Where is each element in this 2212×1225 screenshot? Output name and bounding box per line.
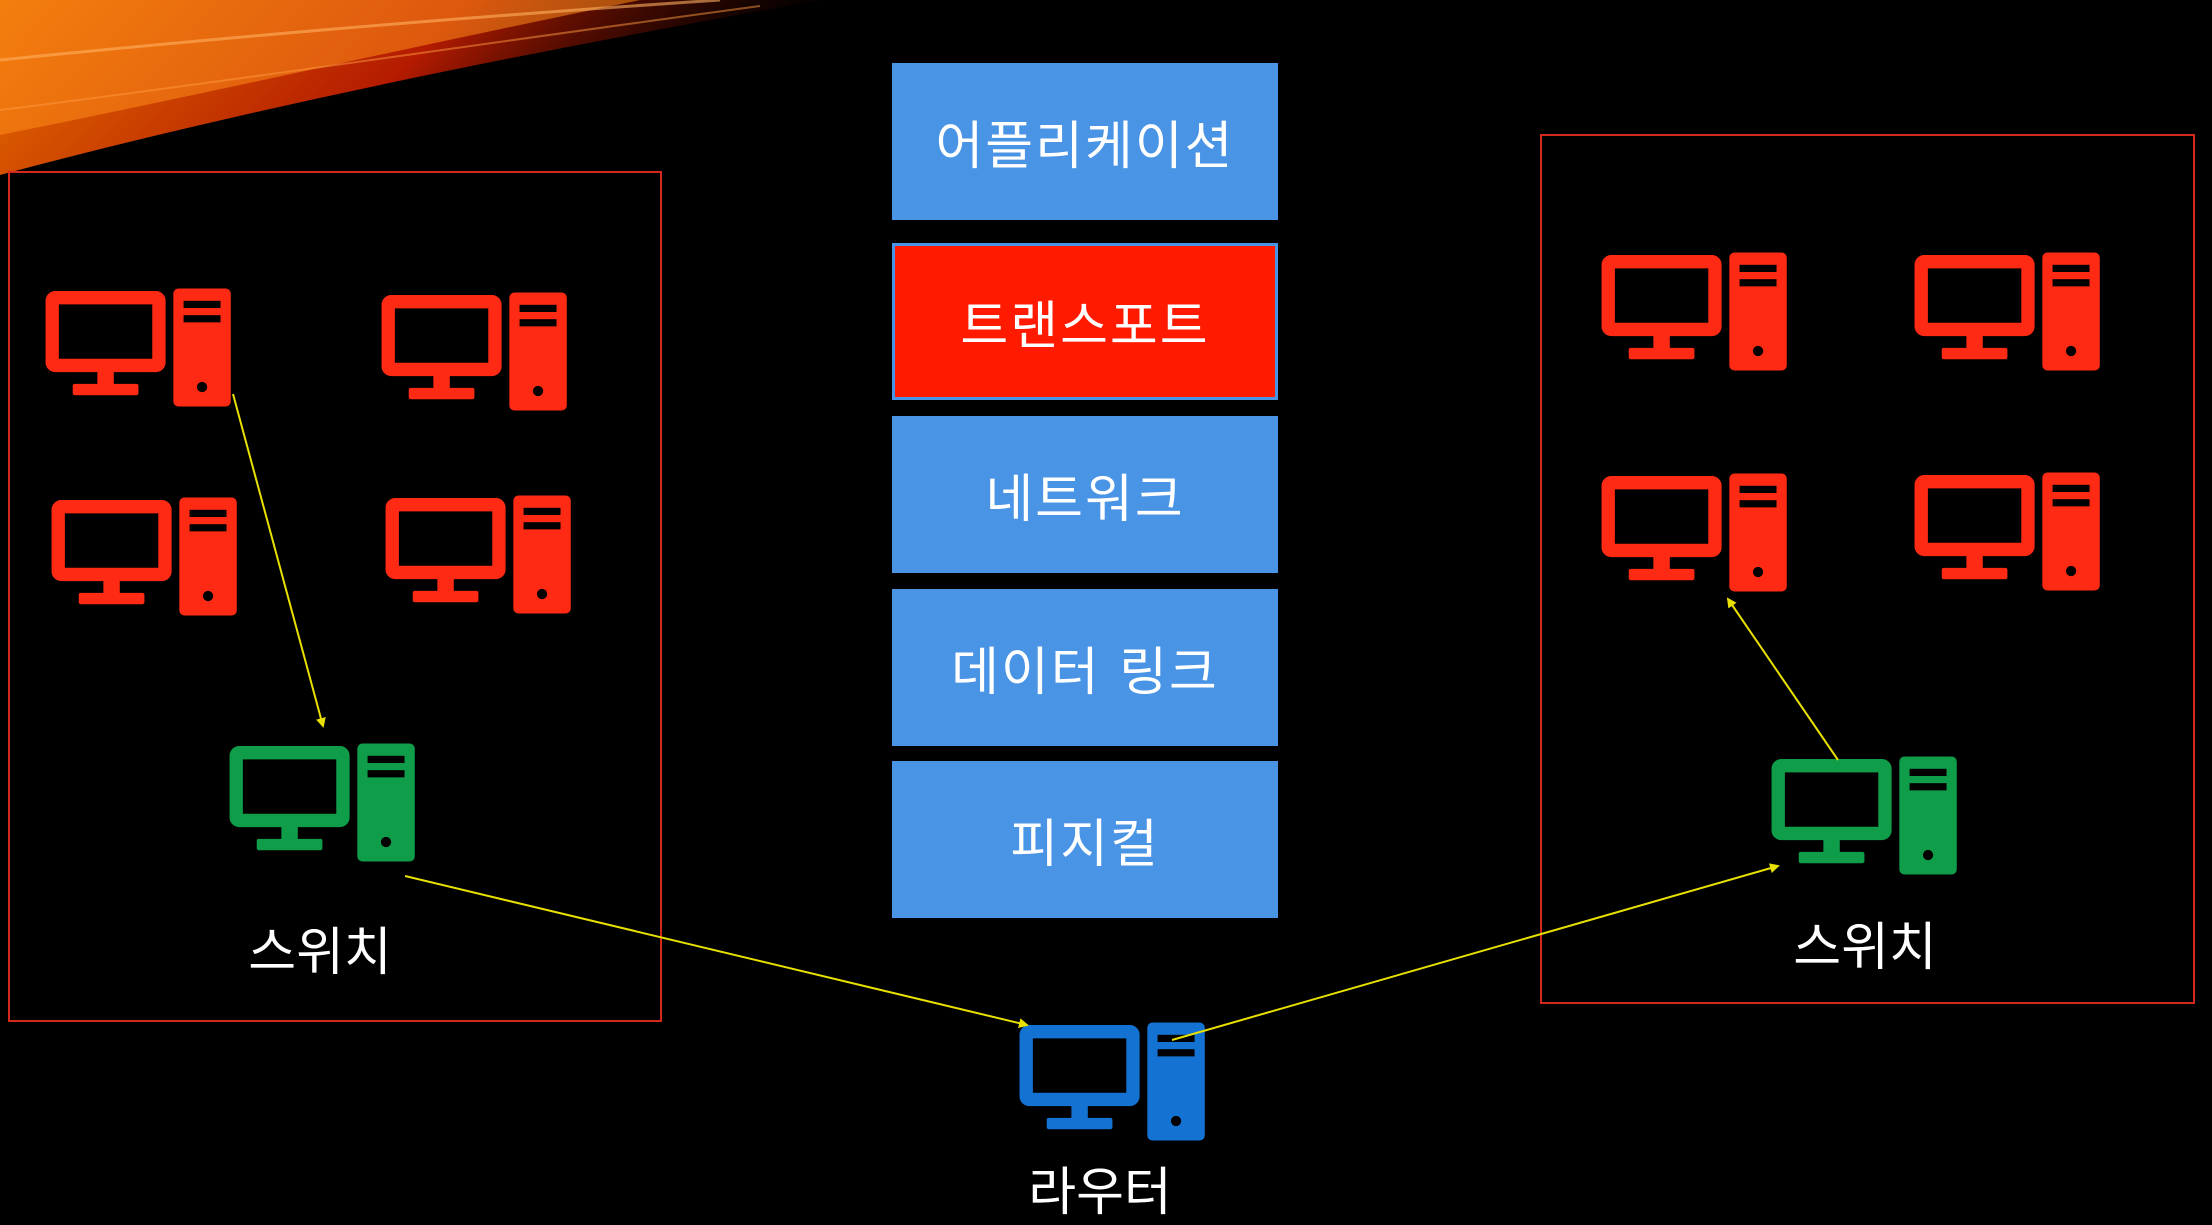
switch-left-label: 스위치 — [248, 923, 392, 983]
host-left-4-computer-icon — [385, 495, 571, 614]
switch-left-computer-icon — [229, 743, 415, 862]
router-label: 라우터 — [1028, 1163, 1172, 1223]
link-switch-right-to-host — [1726, 597, 1839, 761]
layer-transport-label: 트랜스포트 — [960, 297, 1210, 357]
corner-swoosh-decoration — [0, 0, 820, 175]
host-left-3-computer-icon — [51, 497, 237, 616]
link-host-to-switch-left — [232, 393, 326, 728]
host-right-4-computer-icon — [1914, 472, 2100, 591]
lan-left-frame — [8, 171, 662, 1022]
switch-right-label: 스위치 — [1793, 918, 1937, 978]
layer-physical-label: 피지컬 — [1010, 815, 1160, 875]
router-computer-icon — [1019, 1022, 1205, 1141]
layer-physical: 피지컬 — [892, 761, 1278, 918]
host-left-2-computer-icon — [381, 292, 567, 411]
layer-datalink-label: 데이터 링크 — [951, 643, 1219, 703]
layer-transport: 트랜스포트 — [892, 243, 1278, 400]
host-right-1-computer-icon — [1601, 252, 1787, 371]
link-switch-left-to-router — [404, 875, 1029, 1028]
lan-right-frame — [1540, 134, 2195, 1004]
host-right-3-computer-icon — [1601, 473, 1787, 592]
layer-network: 네트워크 — [892, 416, 1278, 573]
host-left-1-computer-icon — [45, 288, 231, 407]
host-right-2-computer-icon — [1914, 252, 2100, 371]
layer-application-label: 어플리케이션 — [935, 117, 1235, 177]
link-router-to-switch-right — [1171, 863, 1780, 1041]
layer-network-label: 네트워크 — [985, 470, 1185, 530]
layer-datalink: 데이터 링크 — [892, 589, 1278, 746]
layer-application: 어플리케이션 — [892, 63, 1278, 220]
switch-right-computer-icon — [1771, 756, 1957, 875]
